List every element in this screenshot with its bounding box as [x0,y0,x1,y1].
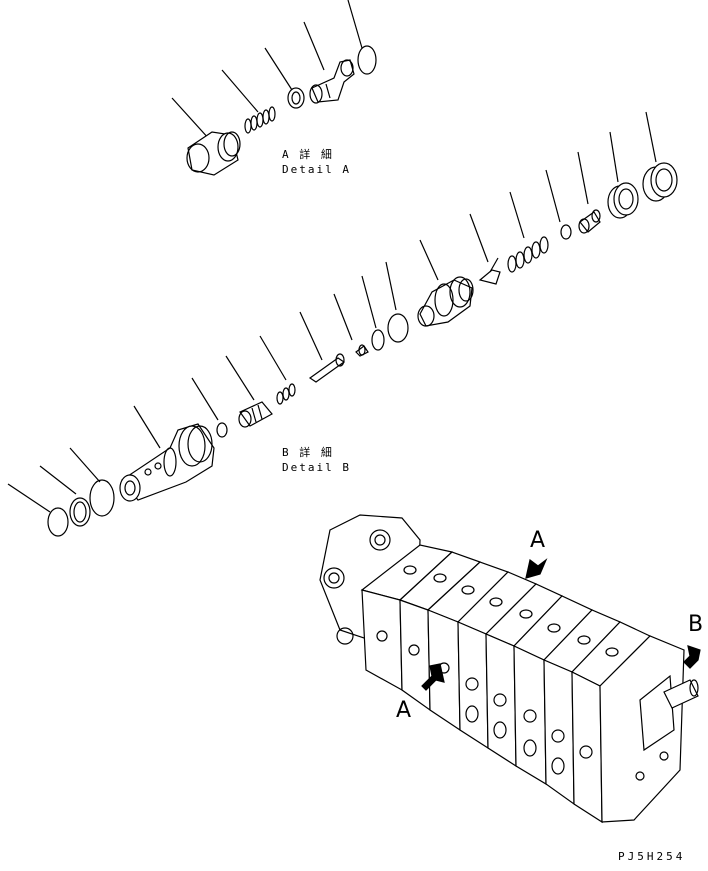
detail-a-jp-label: A 詳 細 [282,148,334,161]
control-valve-assembly [320,515,700,822]
leader-line [362,276,376,328]
leader-line [304,22,324,70]
arrow-b [684,646,700,668]
leader-line [192,378,218,420]
arrow-a-left [422,664,444,690]
leader-line [348,0,362,48]
leader-line [8,484,50,512]
leader-line [40,466,76,494]
spring-part [277,384,295,404]
leader-line [610,132,618,182]
callout-a-top: A [530,528,546,553]
o-ring-part [358,46,376,74]
spring-part [245,107,275,133]
leader-line [300,312,322,360]
plug-housing-part [187,132,240,175]
detail-a-group [172,0,376,175]
leader-line [260,336,286,380]
leader-line [578,152,588,204]
washer-part [288,88,304,108]
detail-a-en-label: Detail A [282,163,351,176]
callout-b-right: B [688,612,704,637]
leader-line [546,170,560,222]
cap-nut-part [643,163,677,201]
valve-sections [362,545,650,822]
figure-code: PJ5H254 [618,850,686,863]
detail-b-en-label: Detail B [282,461,351,474]
arrow-a-top [526,560,546,578]
poppet-part [480,258,500,284]
valve-body-part [120,424,214,501]
o-ring-part [217,423,227,437]
o-ring-part [372,330,384,350]
leader-line [134,406,160,448]
leader-line [510,192,524,238]
spring-part [508,237,548,272]
detail-b-jp-label: B 詳 細 [282,446,334,459]
leader-line [226,356,254,400]
o-ring-part [90,480,114,516]
callout-a-left: A [396,698,412,723]
leader-line [222,70,258,112]
pin-part [310,354,344,382]
backup-ring-part [70,498,90,526]
leader-line [420,240,438,280]
adjusting-screw-part [579,210,600,233]
leader-line [70,448,100,482]
leader-line [470,214,488,262]
relief-valve-fitting [664,680,698,708]
detail-b-group [8,112,677,536]
piston-housing-part [418,277,473,326]
leader-line [386,262,396,310]
poppet-part [310,60,354,103]
o-ring-part [561,225,571,239]
o-ring-part [48,508,68,536]
leader-line [646,112,656,162]
leader-line [172,98,210,140]
piston-part [356,345,368,356]
lock-nut-part [608,183,638,218]
leader-line [334,294,352,340]
o-ring-part [388,314,408,342]
leader-line [265,48,292,90]
spool-part [239,402,272,427]
